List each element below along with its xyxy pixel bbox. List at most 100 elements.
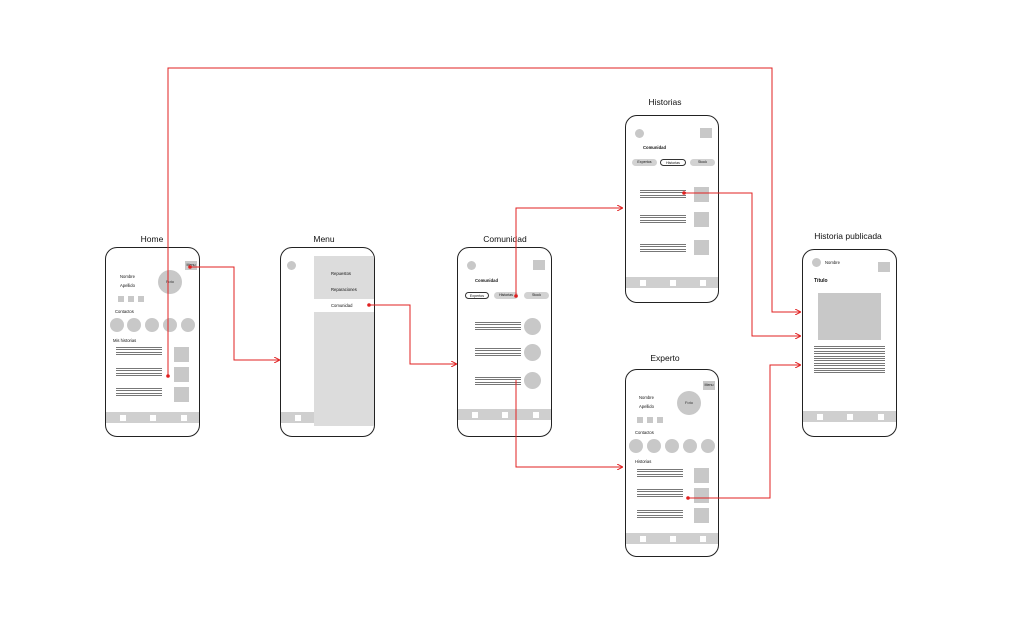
menu-item-comunidad[interactable]: Comunidad <box>331 303 353 308</box>
story-text[interactable] <box>116 368 162 378</box>
nav-button[interactable] <box>640 279 646 286</box>
tab-historias[interactable]: Historias <box>660 159 686 166</box>
contact-avatar[interactable] <box>683 439 697 453</box>
profile-square[interactable] <box>700 128 712 138</box>
nav-button[interactable] <box>817 413 823 420</box>
comunidad-heading: Comunidad <box>643 145 667 150</box>
nav-button[interactable] <box>295 414 301 421</box>
story-image <box>818 293 881 340</box>
contact-avatar[interactable] <box>110 318 124 332</box>
expert-text <box>475 348 521 358</box>
tab-stock[interactable]: Stock <box>524 292 549 299</box>
nav-button[interactable] <box>181 414 187 421</box>
name-label: Nombre <box>639 395 654 400</box>
surname-label: Apellido <box>120 283 135 288</box>
story-thumbnail[interactable] <box>174 387 189 402</box>
story-thumbnail[interactable] <box>694 240 709 255</box>
tab-historias[interactable]: Historias <box>494 292 518 299</box>
contacts-label: Contactos <box>635 430 654 435</box>
photo-avatar: Foto <box>677 391 701 415</box>
home-title: Home <box>140 234 164 244</box>
contact-avatar[interactable] <box>181 318 195 332</box>
menu-title: Menu <box>313 234 335 244</box>
bottom-nav <box>106 412 199 423</box>
profile-square[interactable] <box>878 262 890 272</box>
contact-avatar[interactable] <box>163 318 177 332</box>
story-thumbnail[interactable] <box>694 187 709 202</box>
expert-text <box>475 322 521 332</box>
story-text <box>640 244 686 254</box>
menu-item-comunidad-highlight[interactable] <box>314 299 374 312</box>
author-name: Nombre <box>825 260 840 265</box>
connector-dot <box>166 374 170 378</box>
historias-phone: Comunidad Expertos Historias Stock <box>625 115 719 303</box>
tab-expertos[interactable]: Expertos <box>632 159 657 166</box>
expert-avatar[interactable] <box>524 318 541 335</box>
story-text <box>637 469 683 479</box>
avatar <box>467 261 476 270</box>
menu-item-reparaciones[interactable]: Reparaciones <box>331 287 357 292</box>
menu-item-repuestos[interactable]: Repuestos <box>331 271 352 276</box>
connector-home-to-menu <box>190 266 279 360</box>
historia-publicada-phone: Nombre Título <box>802 249 897 437</box>
author-avatar <box>812 258 821 267</box>
connector-comunidad-to-experto <box>515 380 622 467</box>
nav-button[interactable] <box>640 535 646 542</box>
side-menu-panel <box>314 256 374 426</box>
menu-button[interactable]: Menu <box>703 381 715 390</box>
story-text <box>640 215 686 225</box>
comunidad-heading: Comunidad <box>475 278 499 283</box>
info-square <box>637 417 643 423</box>
contact-avatar[interactable] <box>629 439 643 453</box>
nav-button[interactable] <box>472 411 478 418</box>
expert-avatar[interactable] <box>524 372 541 389</box>
nav-button[interactable] <box>533 411 539 418</box>
contact-avatar[interactable] <box>665 439 679 453</box>
story-thumbnail[interactable] <box>694 488 709 503</box>
nav-button[interactable] <box>150 414 156 421</box>
bottom-nav <box>803 411 896 422</box>
story-thumbnail[interactable] <box>694 508 709 523</box>
nav-button[interactable] <box>120 414 126 421</box>
nav-button[interactable] <box>700 535 706 542</box>
info-square <box>657 417 663 423</box>
stories-label: Mis historias <box>113 338 137 343</box>
contact-avatar[interactable] <box>701 439 715 453</box>
profile-square[interactable] <box>533 260 545 270</box>
story-thumbnail[interactable] <box>174 367 189 382</box>
story-thumbnail[interactable] <box>174 347 189 362</box>
expert-text <box>475 377 521 387</box>
tab-expertos[interactable]: Expertos <box>465 292 489 299</box>
tab-stock[interactable]: Stock <box>690 159 715 166</box>
comunidad-title: Comunidad <box>483 234 527 244</box>
story-heading: Título <box>814 278 828 284</box>
surname-label: Apellido <box>639 404 654 409</box>
contact-avatar[interactable] <box>127 318 141 332</box>
connector-dot <box>682 191 686 195</box>
nav-button[interactable] <box>670 535 676 542</box>
contact-avatar[interactable] <box>145 318 159 332</box>
bottom-nav <box>281 412 314 423</box>
connector-menu-to-comunidad <box>369 304 456 364</box>
nav-button[interactable] <box>670 279 676 286</box>
nav-button[interactable] <box>878 413 884 420</box>
menu-button[interactable]: Menu <box>185 261 197 270</box>
connector-dot <box>686 496 690 500</box>
story-thumbnail[interactable] <box>694 212 709 227</box>
nav-button[interactable] <box>700 279 706 286</box>
comunidad-phone: Comunidad Expertos Historias Stock <box>457 247 552 437</box>
story-text[interactable] <box>640 190 686 200</box>
story-thumbnail[interactable] <box>694 468 709 483</box>
contact-avatar[interactable] <box>647 439 661 453</box>
expert-avatar[interactable] <box>524 344 541 361</box>
bottom-nav <box>458 409 551 420</box>
nav-button[interactable] <box>502 411 508 418</box>
nav-button[interactable] <box>847 413 853 420</box>
experto-title: Experto <box>650 353 680 363</box>
avatar <box>635 129 644 138</box>
menu-phone: Repuestos Reparaciones Comunidad <box>280 247 375 437</box>
connector-experto-to-publicada <box>688 365 800 499</box>
name-label: Nombre <box>120 274 135 279</box>
avatar <box>287 261 296 270</box>
